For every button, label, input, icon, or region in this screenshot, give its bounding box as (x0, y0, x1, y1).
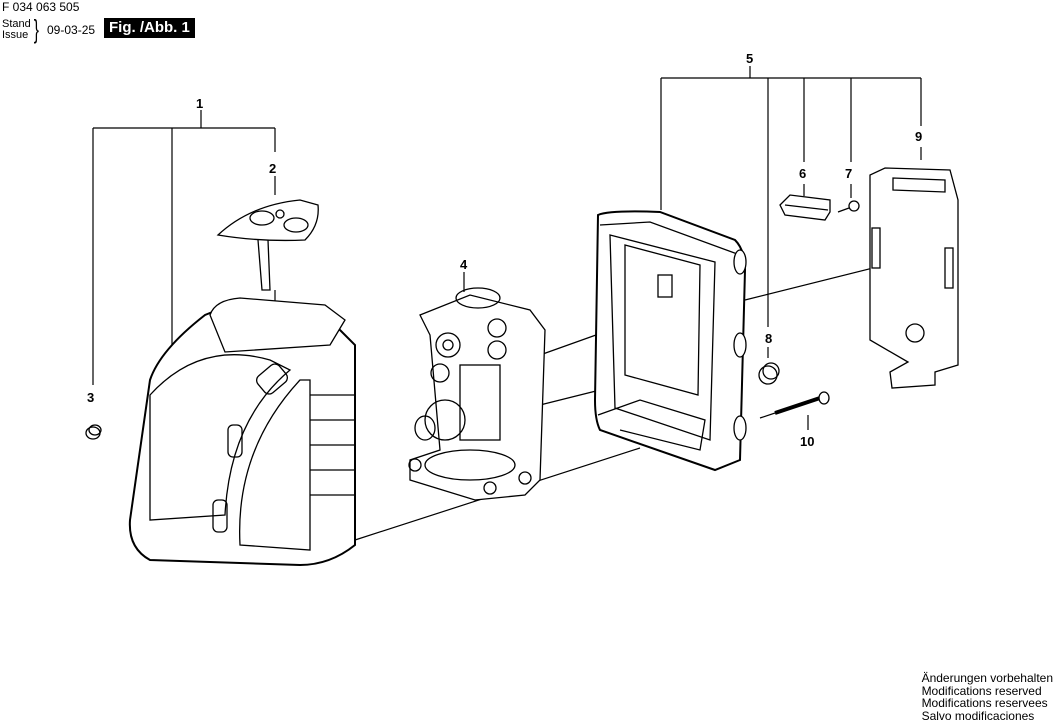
callout-9: 9 (915, 129, 922, 144)
callout-4: 4 (460, 257, 468, 272)
part-cover (869, 167, 959, 389)
part-laser-module (408, 287, 546, 501)
part-housing (128, 297, 356, 567)
footer-line-es: Salvo modificaciones (921, 708, 1035, 723)
part-small-screw (837, 200, 860, 213)
modifications-notice: Änderungen vorbehalten Modifications res… (922, 672, 1053, 722)
part-clip (779, 194, 831, 221)
part-membrane-panel (216, 199, 319, 291)
part-battery-frame (593, 210, 747, 472)
issue-date: 09-03-25 (47, 23, 96, 37)
callout-8: 8 (765, 331, 772, 346)
footer-line-fr: Modifications reservees (921, 696, 1048, 710)
figure-label: Fig. /Abb. 1 (104, 18, 195, 38)
brace-symbol: } (33, 14, 39, 44)
callout-1: 1 (196, 96, 203, 111)
stand-issue-label: Stand Issue (2, 19, 31, 41)
callout-7: 7 (845, 166, 852, 181)
part-plug-8 (758, 362, 780, 385)
callout-2: 2 (269, 161, 276, 176)
callout-6: 6 (799, 166, 806, 181)
callout-3: 3 (87, 390, 94, 405)
footer-line-en: Modifications reserved (921, 683, 1042, 698)
part-plug-3 (85, 424, 102, 440)
part-number: F 034 063 505 (2, 0, 80, 14)
callout-10: 10 (800, 434, 814, 449)
stand-label: Stand (2, 18, 31, 30)
callout-5: 5 (746, 51, 753, 66)
footer-line-de: Änderungen vorbehalten (921, 671, 1053, 685)
part-long-screw (774, 391, 830, 415)
issue-label: Issue (2, 29, 29, 41)
